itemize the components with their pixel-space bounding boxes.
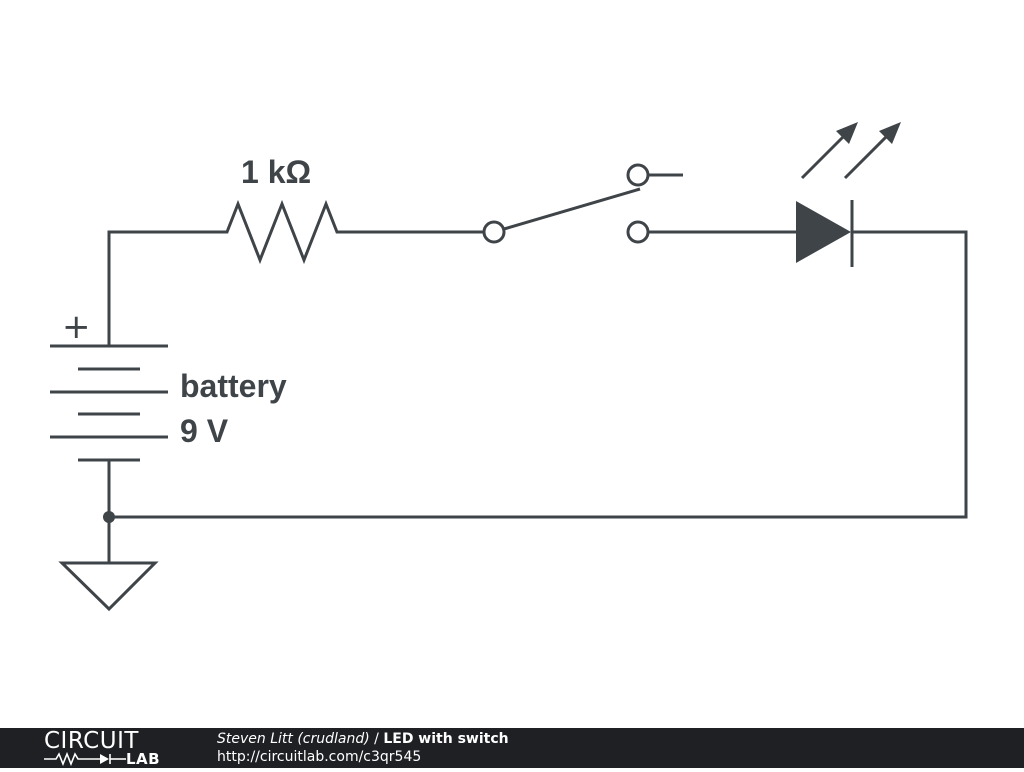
circuit-title-link[interactable]: LED with switch [383,731,509,747]
resistor-label: 1 kΩ [241,154,311,190]
led-symbol [796,122,901,267]
circuit-url-link[interactable]: http://circuitlab.com/c3qr545 [217,749,422,765]
led-triangle [796,201,851,263]
battery-name-label: battery [180,368,287,404]
led-arrowhead-2 [879,122,901,144]
credit-line: Steven Litt (crudland) / LED with switch [217,730,509,748]
switch-lever [503,187,641,231]
author-link[interactable]: Steven Litt (crudland) [217,731,370,747]
resistor-symbol [214,199,348,265]
led-arrowhead-1 [836,122,858,144]
logo-resistor-diode-icon [44,751,126,767]
led-emission-arrow-2 [843,128,895,180]
switch-symbol [482,163,683,244]
circuitlab-logo-mark[interactable]: LAB [44,751,176,767]
switch-common-terminal [482,220,506,244]
credit-separator: / [369,731,384,747]
junction-dot [103,511,115,523]
footer-bar: CIRCUIT LAB Steven Litt (crudland) / LED… [0,728,1024,768]
switch-upper-terminal [626,163,650,187]
battery-voltage-label: 9 V [180,413,229,449]
led-emission-arrow-1 [800,128,852,180]
switch-lower-terminal [626,220,650,244]
battery-symbol [50,344,168,462]
ground-symbol [58,561,159,612]
circuit-schematic: 1 kΩ + battery 9 V [50,122,968,612]
wire-battery-to-resistor [107,230,218,347]
logo-lab-text: LAB [126,750,161,768]
battery-polarity-plus: + [62,307,91,347]
circuitlab-logo-text[interactable]: CIRCUIT [44,728,139,754]
wire-led-to-return [107,230,968,519]
